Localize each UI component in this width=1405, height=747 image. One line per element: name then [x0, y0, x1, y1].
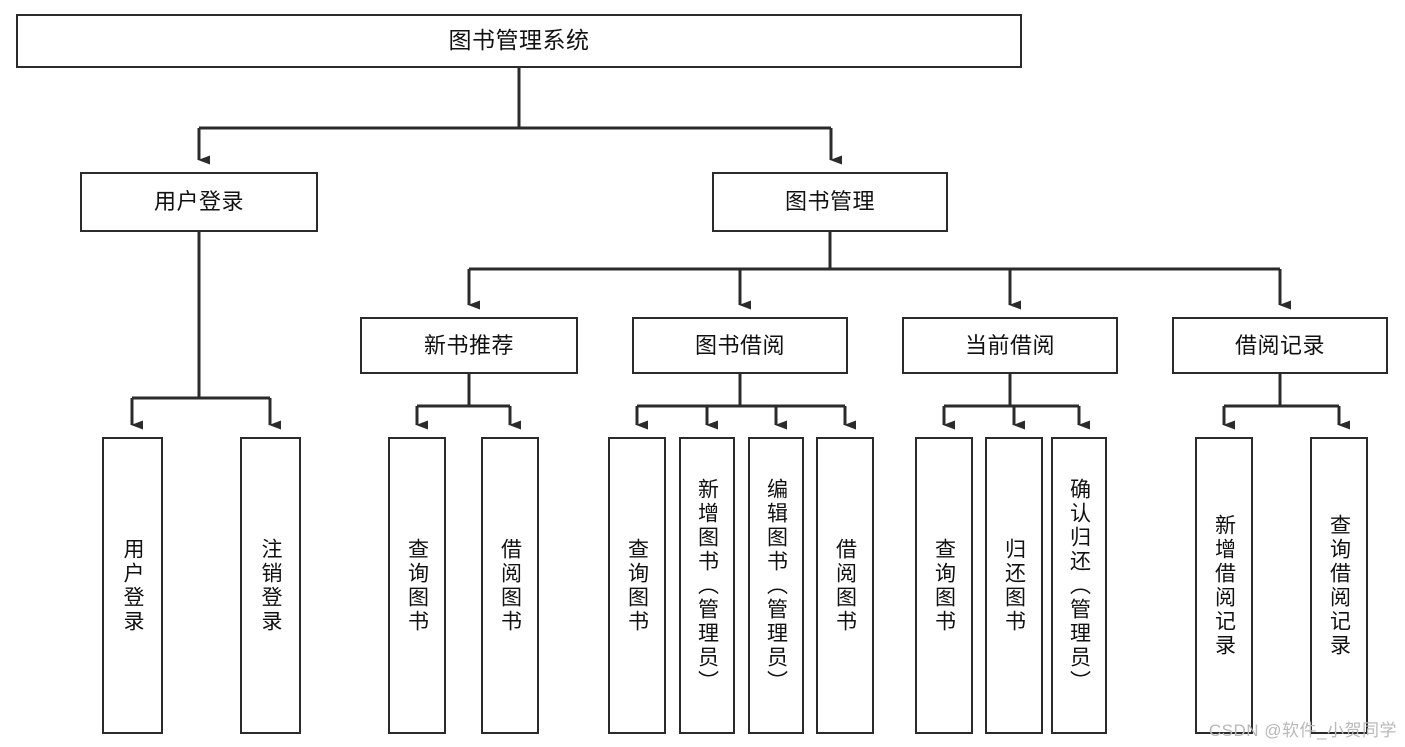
node-label: 当前借阅 — [964, 332, 1055, 358]
node-leaf-logout[interactable]: 注销登录 — [240, 437, 301, 734]
node-label: 注销登录 — [259, 537, 282, 634]
connector-root-to-level2 — [197, 68, 842, 165]
node-label: 图书管理 — [784, 189, 875, 215]
connector-newbook-to-leaves — [415, 374, 521, 430]
node-label: 新增图书（管理员） — [695, 477, 719, 694]
node-label: 查询图书 — [405, 537, 429, 634]
node-user-login[interactable]: 用户登录 — [80, 172, 318, 232]
connector-currentborrow-to-leaves — [942, 374, 1090, 430]
node-leaf-borrow-book-2[interactable]: 借阅图书 — [816, 437, 874, 734]
node-leaf-query-book-1[interactable]: 查询图书 — [388, 437, 446, 734]
node-label: 编辑图书（管理员） — [764, 477, 788, 694]
node-label: 新增借阅记录 — [1212, 513, 1236, 658]
node-label: 借阅图书 — [833, 537, 857, 634]
node-label: 查询借阅记录 — [1327, 513, 1351, 658]
node-leaf-edit-book[interactable]: 编辑图书（管理员） — [748, 437, 804, 734]
node-leaf-add-record[interactable]: 新增借阅记录 — [1195, 437, 1253, 734]
node-book-manage[interactable]: 图书管理 — [712, 172, 948, 232]
node-leaf-add-book[interactable]: 新增图书（管理员） — [679, 437, 735, 734]
node-leaf-user-login[interactable]: 用户登录 — [102, 437, 163, 734]
node-root-system[interactable]: 图书管理系统 — [16, 14, 1022, 68]
node-new-book-recommend[interactable]: 新书推荐 — [360, 317, 578, 374]
node-borrow-record[interactable]: 借阅记录 — [1172, 317, 1388, 374]
connector-borrowrecord-to-leaves — [1222, 374, 1350, 430]
node-book-borrow[interactable]: 图书借阅 — [632, 317, 848, 374]
node-current-borrow[interactable]: 当前借阅 — [902, 317, 1118, 374]
node-label: 归还图书 — [1002, 537, 1026, 634]
node-label: 确认归还（管理员） — [1067, 477, 1091, 694]
node-label: 用户登录 — [121, 537, 144, 634]
node-leaf-query-book-3[interactable]: 查询图书 — [915, 437, 973, 734]
node-label: 新书推荐 — [423, 332, 514, 358]
node-leaf-query-book-2[interactable]: 查询图书 — [608, 437, 666, 734]
node-leaf-borrow-book-1[interactable]: 借阅图书 — [481, 437, 539, 734]
connector-userlogin-to-leaves — [130, 232, 281, 430]
connector-bookborrow-to-leaves — [635, 374, 856, 430]
node-label: 图书借阅 — [694, 332, 785, 358]
node-label: 用户登录 — [153, 189, 244, 215]
node-leaf-query-record[interactable]: 查询借阅记录 — [1310, 437, 1368, 734]
node-label: 图书管理系统 — [448, 27, 590, 54]
node-label: 查询图书 — [625, 537, 649, 634]
connector-bookmanage-to-level3 — [467, 232, 1291, 310]
node-label: 借阅图书 — [498, 537, 522, 634]
node-leaf-confirm-return[interactable]: 确认归还（管理员） — [1051, 437, 1107, 734]
node-label: 查询图书 — [932, 537, 956, 634]
node-label: 借阅记录 — [1234, 332, 1325, 358]
node-leaf-return-book[interactable]: 归还图书 — [985, 437, 1043, 734]
